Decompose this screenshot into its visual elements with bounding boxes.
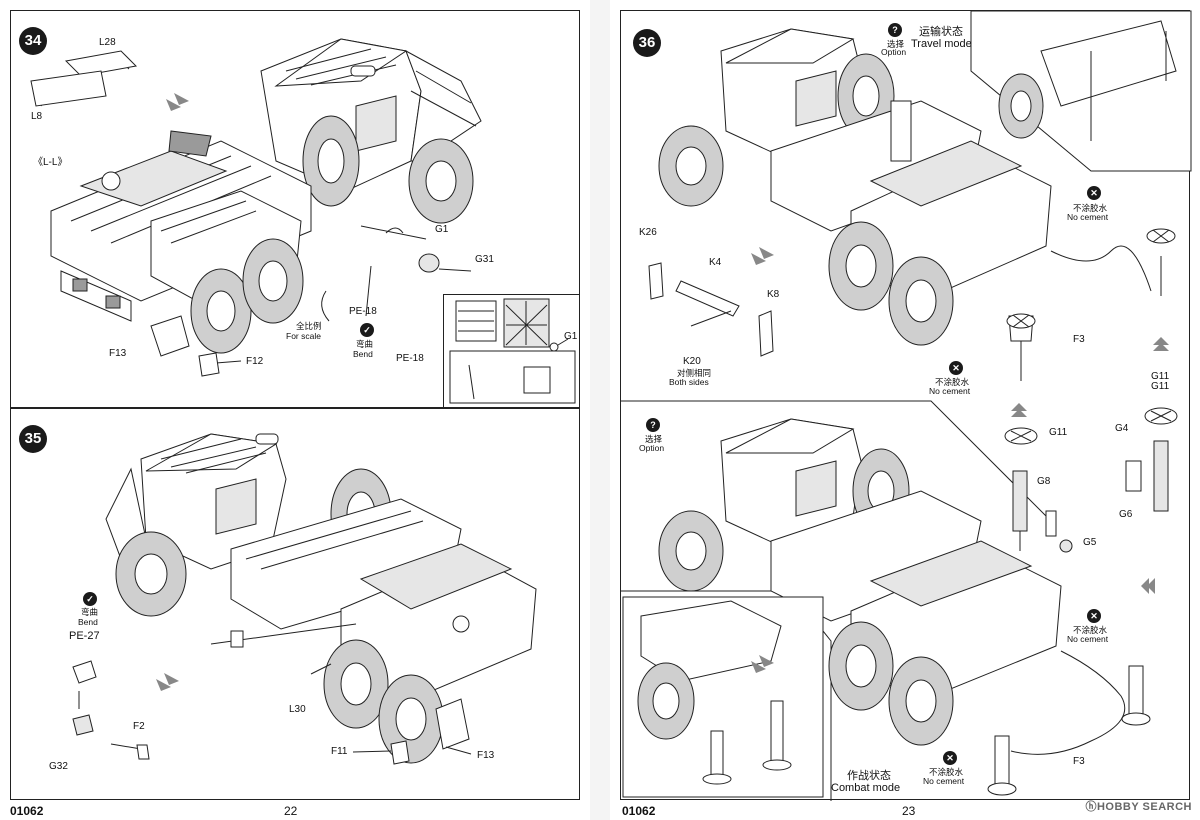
label-f13: F13	[109, 348, 127, 359]
label-combat-cn: 作战状态	[847, 770, 891, 782]
label-k20: K20	[683, 356, 701, 367]
label-l-l: 《L-L》	[33, 157, 68, 168]
no-cement-icon-2: ✕	[949, 361, 963, 375]
step-36-number: 36	[633, 29, 661, 57]
right-page: 36	[610, 0, 1200, 820]
label-no-cement-en-1: No cement	[1067, 212, 1109, 222]
label-for-scale-en: For scale	[286, 331, 321, 341]
label-option-cn-top: 选择	[887, 39, 905, 49]
label-bend-cn: 弯曲	[81, 607, 99, 617]
step-34-panel: 34	[10, 10, 580, 408]
label-both-sides-en: Both sides	[669, 377, 709, 387]
no-cement-icon-4: ✕	[943, 751, 957, 765]
label-no-cement-en-3: No cement	[1067, 634, 1109, 644]
label-g11-top: G11	[1151, 371, 1170, 382]
bend-icon: ✓	[360, 323, 374, 337]
step-34-inset: G1 PE-18	[396, 294, 581, 409]
label-both-sides-cn: 对侧相同	[677, 368, 712, 378]
label-g31: G31	[475, 254, 494, 265]
left-product-code: 01062	[10, 804, 44, 818]
hobby-search-watermark: ⓗHOBBY SEARCH	[1085, 801, 1192, 813]
left-page-number: 22	[284, 804, 298, 818]
book-spine	[590, 0, 610, 820]
label-no-cement-cn-4: 不涂胶水	[929, 767, 964, 777]
label-bend-en: Bend	[78, 617, 98, 627]
label-travel-cn: 运输状态	[919, 26, 963, 38]
label-bend-cn: 弯曲	[356, 339, 374, 349]
label-no-cement-en-4: No cement	[923, 776, 965, 786]
step-35-truck-drawing	[11, 409, 581, 801]
label-travel-en: Travel mode	[911, 38, 972, 50]
label-f11: F11	[331, 746, 348, 757]
bend-icon: ✓	[83, 592, 97, 606]
label-f12: F12	[246, 356, 264, 367]
step-35-panel: 35	[10, 408, 580, 800]
inset-label-g1: G1	[564, 331, 578, 342]
label-k8: K8	[767, 289, 780, 300]
label-option-cn-bottom: 选择	[645, 434, 663, 444]
label-g4: G4	[1115, 423, 1129, 434]
step-34-truck-drawing	[11, 11, 581, 409]
left-page: 34	[0, 0, 590, 820]
label-g11-bottom-2: G11	[1151, 381, 1170, 392]
step-35-number: 35	[19, 425, 47, 453]
inset-drawing	[444, 295, 581, 409]
label-k4: K4	[709, 257, 722, 268]
label-no-cement-cn-1: 不涂胶水	[1073, 203, 1108, 213]
step-36-top-truck-drawing	[621, 11, 1191, 411]
right-product-code: 01062	[622, 804, 656, 818]
option-icon-bottom: ?	[646, 418, 660, 432]
step-36-bottom-truck-drawing	[621, 403, 1191, 801]
label-combat-en: Combat mode	[831, 782, 901, 794]
right-page-number: 23	[902, 804, 916, 818]
label-no-cement-en-2: No cement	[929, 386, 971, 396]
label-f3-bottom: F3	[1073, 756, 1085, 767]
label-pe18: PE-18	[349, 306, 377, 317]
label-f13: F13	[477, 750, 495, 761]
label-f3-top: F3	[1073, 334, 1085, 345]
label-l28: L28	[99, 37, 116, 48]
label-f2: F2	[133, 721, 145, 732]
label-option-en-top: Option	[881, 47, 907, 57]
label-k26: K26	[639, 227, 657, 238]
label-g1: G1	[435, 224, 449, 235]
step-34-number: 34	[19, 27, 47, 55]
label-g11-bottom-1: G11	[1049, 427, 1068, 438]
label-g8: G8	[1037, 476, 1051, 487]
label-l30: L30	[289, 704, 306, 715]
label-g6: G6	[1119, 509, 1133, 520]
option-icon-top: ?	[888, 23, 902, 37]
no-cement-icon-3: ✕	[1087, 609, 1101, 623]
label-l8: L8	[31, 111, 43, 122]
label-no-cement-cn-2: 不涂胶水	[935, 377, 970, 387]
label-option-en-bottom: Option	[639, 443, 665, 453]
label-g5: G5	[1083, 537, 1097, 548]
label-for-scale-cn: 全比例	[296, 321, 322, 331]
no-cement-icon-1: ✕	[1087, 186, 1101, 200]
label-g32: G32	[49, 761, 68, 772]
label-pe27: PE-27	[69, 630, 100, 642]
label-bend-en: Bend	[353, 349, 373, 359]
label-no-cement-cn-3: 不涂胶水	[1073, 625, 1108, 635]
inset-label-pe18: PE-18	[396, 353, 424, 364]
step-36-panel: 36	[620, 10, 1190, 800]
